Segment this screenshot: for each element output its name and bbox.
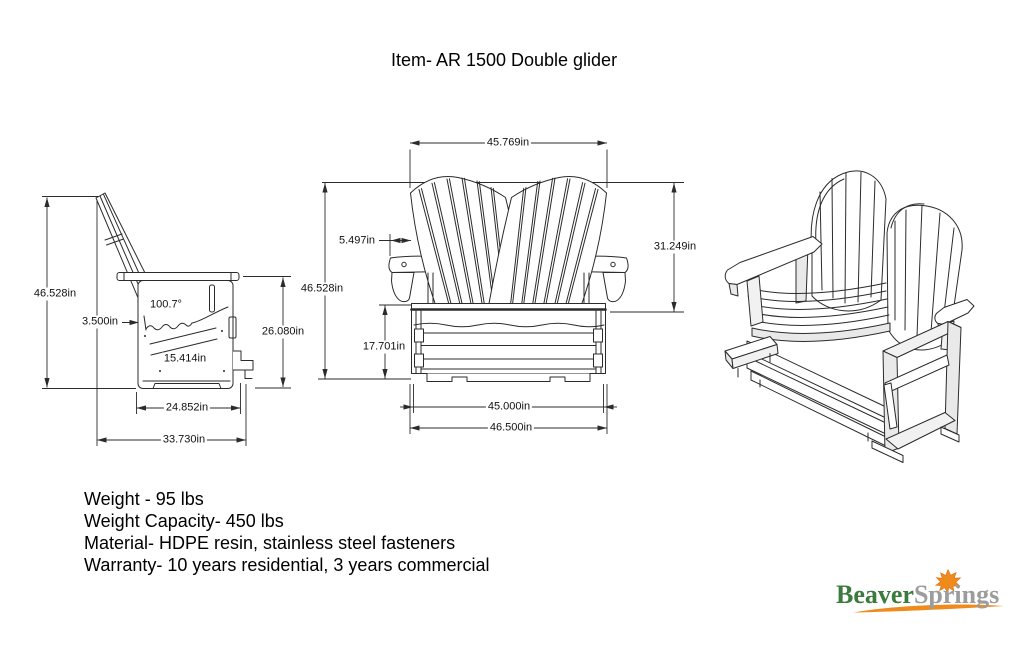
dim-label-side-base-depth: 24.852in (163, 401, 211, 415)
spec-weight: Weight - 95 lbs (84, 489, 204, 509)
maple-leaf-icon (934, 568, 962, 595)
dim-label-front-back-height: 31.249in (651, 240, 699, 254)
spec-warranty: Warranty- 10 years residential, 3 years … (84, 555, 490, 575)
logo-wordmark: BeaverSprings (836, 581, 999, 609)
logo-graphics (853, 568, 1004, 613)
spec-list: Weight - 95 lbs Weight Capacity- 450 lbs… (84, 488, 489, 576)
logo-word-springs: Springs (913, 580, 1000, 609)
logo-word-beaver: Beaver (836, 580, 914, 609)
page-title: Item- AR 1500 Double glider (390, 50, 618, 70)
front-view-drawing (388, 176, 629, 382)
spec-material: Material- HDPE resin, stainless steel fa… (84, 533, 456, 553)
brand-logo: BeaverSprings (836, 566, 1014, 630)
dim-label-side-total-depth: 33.730in (160, 433, 208, 447)
dim-label-side-total-height: 46.528in (31, 287, 79, 301)
dim-label-side-arm-height: 26.080in (259, 325, 307, 339)
dim-label-side-back-angle: 100.7° (148, 298, 184, 312)
perspective-view-drawing (724, 170, 975, 463)
dim-label-front-back-width: 45.769in (484, 136, 532, 150)
dim-label-front-total-height: 46.528in (298, 282, 346, 296)
dim-label-front-total-width: 46.500in (487, 421, 535, 435)
dim-label-front-arm-overhang: 5.497in (336, 234, 378, 248)
dim-label-side-seat-height: 15.414in (161, 352, 209, 366)
dim-label-front-base-height: 17.701in (360, 340, 408, 354)
dim-label-side-front-seat-thickness: 3.500in (79, 315, 121, 329)
spec-capacity: Weight Capacity- 450 lbs (84, 511, 284, 531)
logo-swoosh (853, 604, 1004, 613)
dim-label-front-inner-width: 45.000in (485, 400, 533, 414)
